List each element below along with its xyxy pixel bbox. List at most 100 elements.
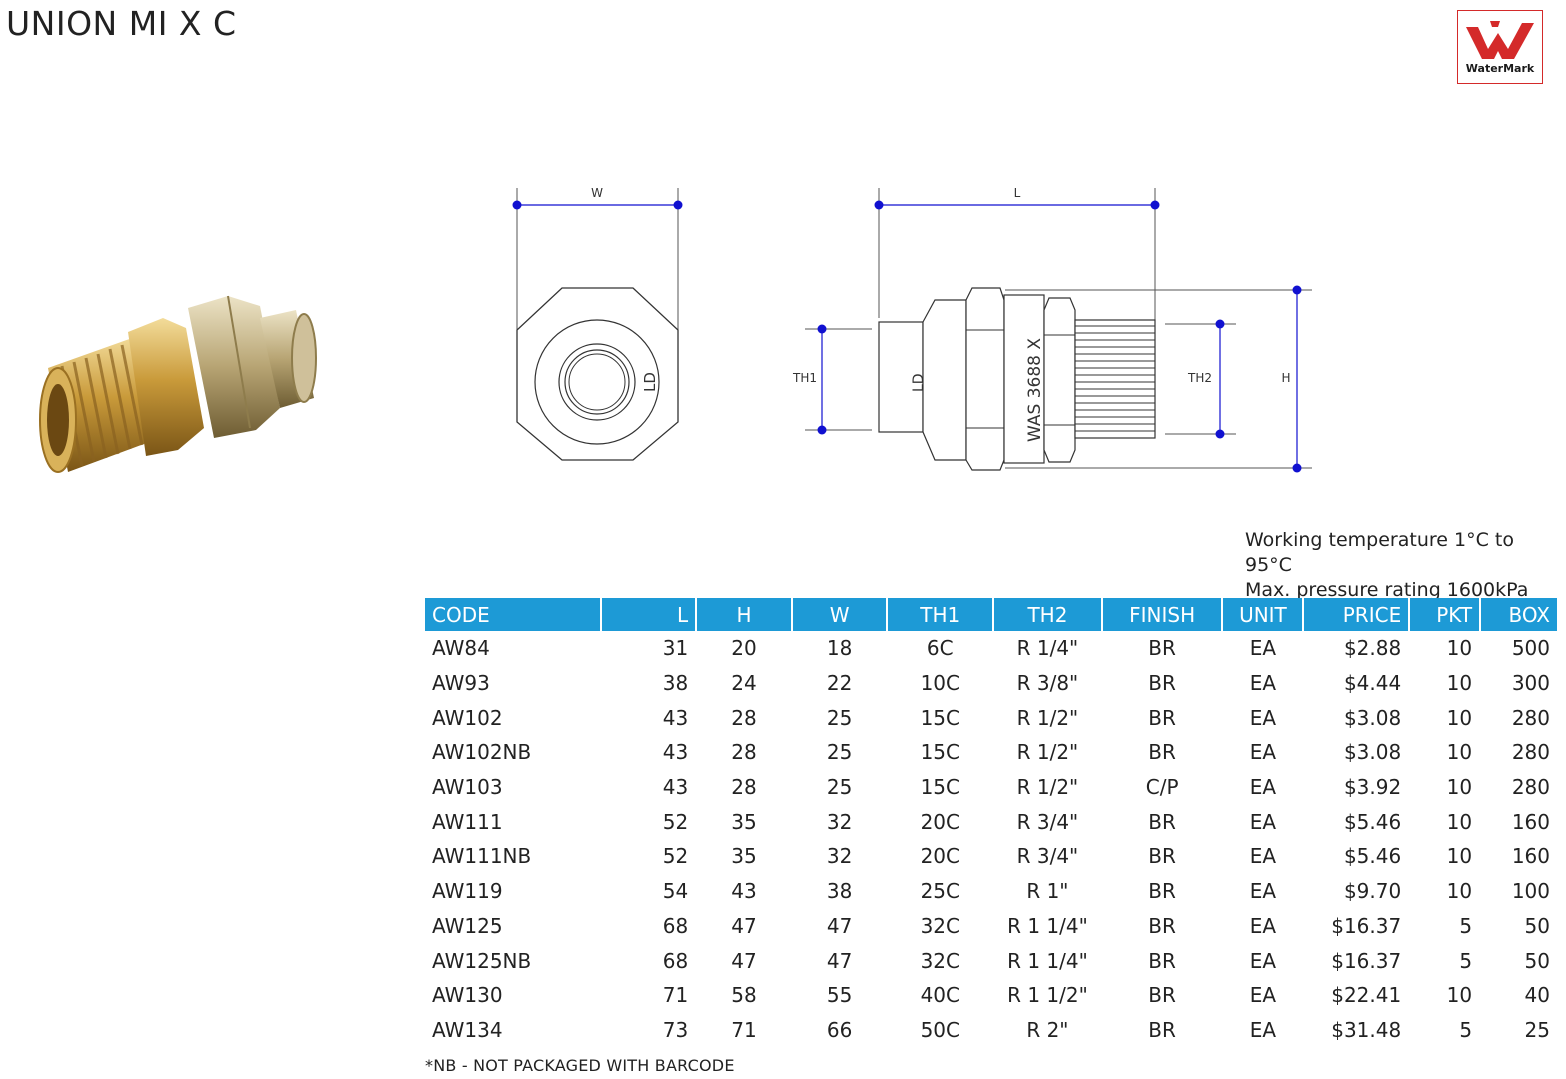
cell-pkt: 5	[1459, 948, 1473, 973]
technical-drawing: W LD L TH1 LD WAS 3688 X	[512, 186, 1312, 473]
watermark-logo: WaterMark	[1457, 10, 1543, 84]
cell-finish: BR	[1148, 844, 1176, 869]
cell-th1: 6C	[926, 636, 954, 661]
cell-th1: 25C	[920, 879, 960, 904]
cell-l: 71	[662, 983, 689, 1008]
cell-w: 25	[826, 705, 853, 730]
col-unit: UNIT	[1223, 598, 1303, 631]
cell-price: $9.70	[1343, 879, 1402, 904]
page-title: UNION MI X C	[6, 4, 237, 43]
cell-pkt: 5	[1459, 913, 1473, 938]
cell-unit: EA	[1249, 740, 1277, 765]
cell-w: 38	[826, 879, 853, 904]
dimension-l-label: L	[1014, 186, 1021, 200]
logo-text: WaterMark	[1465, 62, 1535, 75]
cell-th1: 20C	[920, 844, 960, 869]
col-price: PRICE	[1304, 598, 1409, 631]
cell-finish: BR	[1148, 983, 1176, 1008]
cell-price: $3.08	[1343, 740, 1402, 765]
cell-pkt: 10	[1446, 775, 1473, 800]
cell-pkt: 10	[1446, 636, 1473, 661]
cell-finish: BR	[1148, 705, 1176, 730]
side-view: L TH1 LD WAS 3688 X	[792, 186, 1312, 473]
col-box: BOX	[1481, 598, 1557, 631]
cell-box: 25	[1524, 1017, 1550, 1042]
cell-l: 68	[662, 913, 689, 938]
cell-price: $4.44	[1343, 671, 1402, 696]
dimension-th2-label: TH2	[1187, 371, 1212, 385]
cell-l: 38	[662, 671, 689, 696]
cell-price: $2.88	[1343, 636, 1402, 661]
cell-pkt: 10	[1446, 844, 1473, 869]
cell-th1: 40C	[920, 983, 960, 1008]
cell-price: $3.08	[1343, 705, 1402, 730]
col-h: H	[697, 598, 791, 631]
cell-h: 43	[731, 879, 757, 904]
cell-unit: EA	[1249, 636, 1277, 661]
cell-h: 20	[731, 636, 757, 661]
cell-price: $22.41	[1331, 983, 1402, 1008]
cell-th2: R 1/4"	[1016, 636, 1079, 661]
cell-price: $5.46	[1343, 809, 1402, 834]
col-l: L	[601, 598, 696, 631]
cell-code: AW93	[432, 671, 490, 696]
cell-unit: EA	[1249, 809, 1277, 834]
cell-pkt: 10	[1446, 983, 1473, 1008]
front-view: W LD	[512, 186, 683, 461]
cell-finish: BR	[1148, 1017, 1176, 1042]
cell-code: AW119	[432, 879, 503, 904]
table-header-row: CODE L H W TH1 TH2 FINISH UNIT PRICE PKT…	[425, 598, 1557, 631]
cell-l: 43	[662, 705, 689, 730]
spec-notes: Working temperature 1°C to 95°C Max. pre…	[1245, 528, 1566, 603]
product-table: CODE L H W TH1 TH2 FINISH UNIT PRICE PKT…	[423, 598, 1559, 1047]
product-photo	[39, 295, 317, 473]
cell-box: 500	[1511, 636, 1550, 661]
cell-th1: 50C	[920, 1017, 960, 1042]
cell-box: 40	[1524, 983, 1550, 1008]
cell-unit: EA	[1249, 705, 1277, 730]
cell-unit: EA	[1249, 1017, 1277, 1042]
cell-l: 43	[662, 740, 689, 765]
cell-pkt: 5	[1459, 1017, 1473, 1042]
cell-w: 32	[826, 844, 853, 869]
cell-w: 47	[826, 913, 853, 938]
cell-h: 28	[731, 705, 757, 730]
cell-unit: EA	[1249, 879, 1277, 904]
cell-pkt: 10	[1446, 671, 1473, 696]
cell-l: 68	[662, 948, 689, 973]
cell-th2: R 3/8"	[1016, 671, 1079, 696]
cell-finish: BR	[1148, 740, 1176, 765]
cell-th2: R 1/2"	[1016, 740, 1079, 765]
cell-price: $16.37	[1331, 913, 1402, 938]
cell-box: 280	[1511, 740, 1550, 765]
cell-w: 18	[826, 636, 853, 661]
cell-w: 66	[826, 1017, 853, 1042]
cell-pkt: 10	[1446, 879, 1473, 904]
cell-h: 28	[731, 740, 757, 765]
cell-l: 43	[662, 775, 689, 800]
cell-th2: R 3/4"	[1016, 844, 1079, 869]
cell-pkt: 10	[1446, 809, 1473, 834]
cell-finish: BR	[1148, 809, 1176, 834]
cell-l: 31	[662, 636, 689, 661]
cell-l: 52	[662, 844, 689, 869]
cell-w: 25	[826, 775, 853, 800]
cell-finish: BR	[1148, 671, 1176, 696]
cell-code: AW111	[432, 809, 503, 834]
standard-marking: WAS 3688 X	[1025, 338, 1045, 442]
cell-finish: BR	[1148, 948, 1176, 973]
cell-w: 22	[826, 671, 853, 696]
cell-unit: EA	[1249, 775, 1277, 800]
cell-w: 25	[826, 740, 853, 765]
cell-th1: 10C	[920, 671, 960, 696]
cell-box: 280	[1511, 705, 1550, 730]
cell-th2: R 1/2"	[1016, 705, 1079, 730]
dimension-th1-label: TH1	[792, 371, 817, 385]
cell-unit: EA	[1249, 983, 1277, 1008]
cell-h: 35	[731, 844, 757, 869]
